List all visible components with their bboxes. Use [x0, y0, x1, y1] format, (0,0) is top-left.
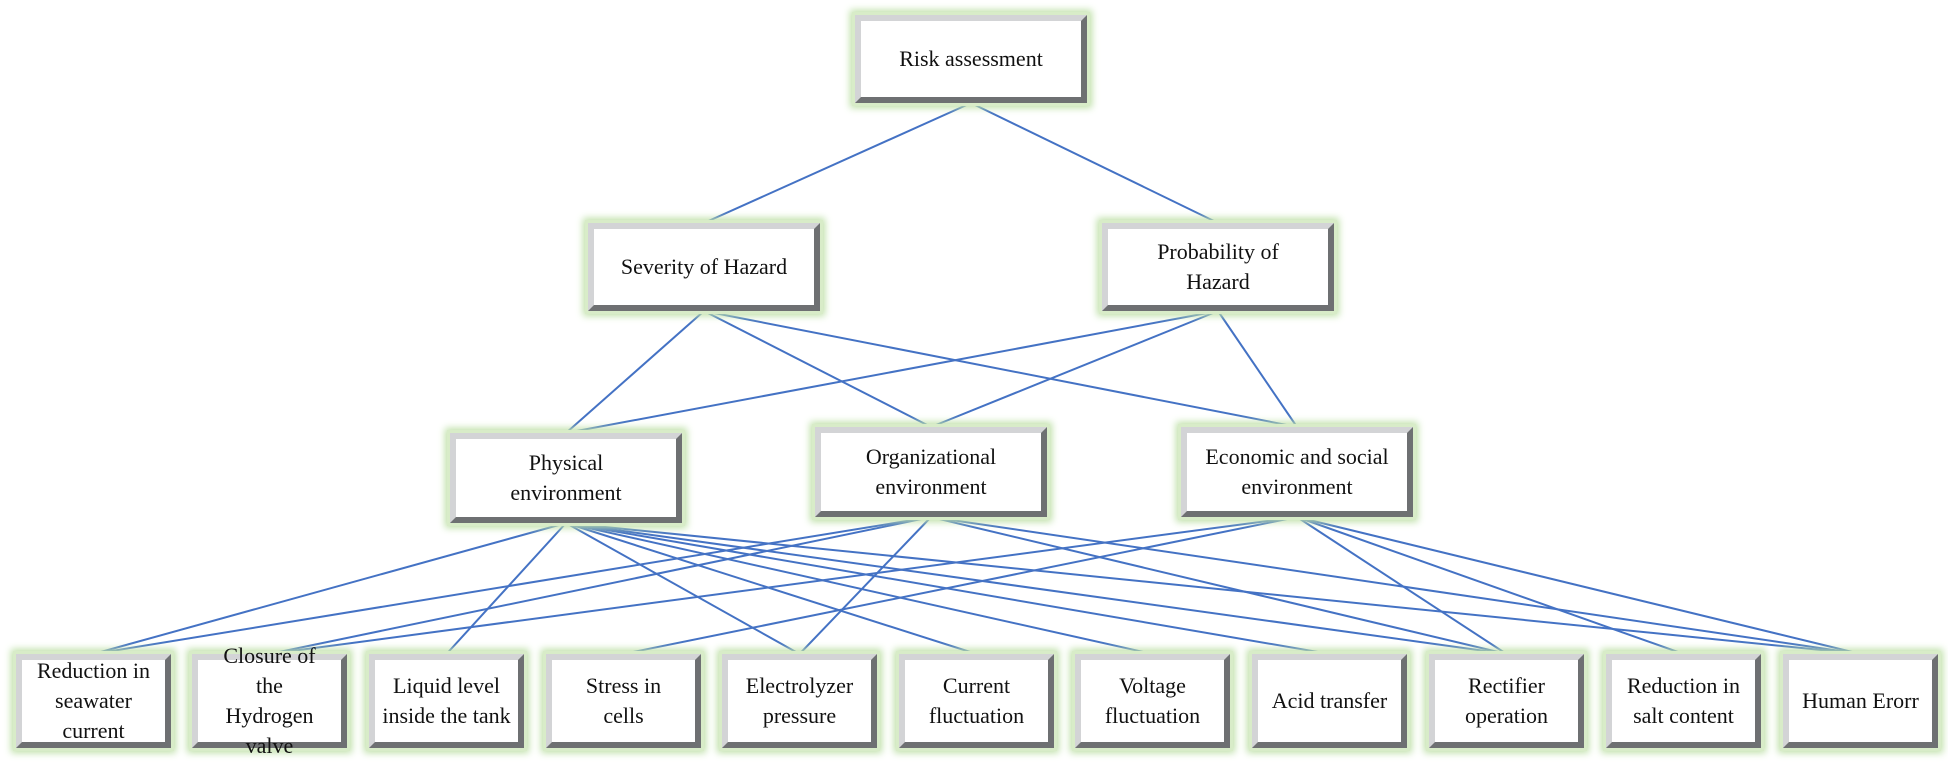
edge-organizational-to-human	[930, 516, 1861, 655]
edge-severity-to-physical	[565, 310, 705, 434]
edge-physical-to-liquid	[445, 522, 567, 655]
edge-probability-to-organizational	[930, 310, 1219, 428]
node-organizational-environment: Organizational environment	[815, 427, 1047, 517]
leaf-label: Stress in cells	[585, 673, 662, 728]
edge-physical-to-rectifier	[565, 522, 1507, 655]
leaf-acid-transfer: Acid transfer	[1252, 654, 1407, 748]
leaf-rectifier-operation: Rectifier operation	[1429, 654, 1584, 748]
leaf-closure-of-the-hydrogen-valve: Closure of the Hydrogen valve	[192, 643, 347, 758]
edge-probability-to-physical	[565, 310, 1219, 434]
leaf-reduction-in-salt-content: Reduction in salt content	[1606, 654, 1761, 748]
edge-economic-to-salt	[1296, 516, 1684, 655]
edge-root-to-probability	[970, 102, 1219, 224]
edge-severity-to-organizational	[703, 310, 932, 428]
node-label: Economic and social environment	[1205, 444, 1389, 499]
edge-physical-to-human	[565, 522, 1861, 655]
edge-organizational-to-electrolyzer	[798, 516, 932, 655]
leaf-current-fluctuation: Current fluctuation	[899, 654, 1054, 748]
edge-economic-to-hydrogen	[269, 516, 1298, 655]
edge-physical-to-seawater	[93, 522, 567, 655]
leaf-label: Reduction in seawater current	[36, 658, 151, 743]
edge-physical-to-electrolyzer	[565, 522, 800, 655]
leaf-label: Electrolyzer pressure	[745, 673, 854, 728]
edge-physical-to-voltage	[565, 522, 1153, 655]
node-economic-and-social-environment: Economic and social environment	[1181, 427, 1413, 517]
edge-probability-to-economic	[1217, 310, 1298, 428]
node-probability-of-hazard: Probability of Hazard	[1102, 223, 1334, 311]
leaf-stress-in-cells: Stress in cells	[546, 654, 701, 748]
node-label: Risk assessment	[899, 46, 1043, 71]
edge-organizational-to-seawater	[93, 516, 932, 655]
leaf-reduction-in-seawater-current: Reduction in seawater current	[16, 654, 171, 748]
edge-economic-to-human	[1296, 516, 1861, 655]
node-label: Probability of Hazard	[1157, 239, 1279, 294]
node-severity-of-hazard: Severity of Hazard	[588, 223, 820, 311]
edge-root-to-severity	[703, 102, 972, 224]
node-label: Physical environment	[510, 450, 622, 505]
edge-economic-to-stress	[623, 516, 1298, 655]
leaf-label: Rectifier operation	[1464, 673, 1549, 728]
leaf-label: Liquid level inside the tank	[382, 673, 511, 728]
edge-economic-to-rectifier	[1296, 516, 1508, 655]
node-label: Severity of Hazard	[620, 254, 788, 279]
leaf-electrolyzer-pressure: Electrolyzer pressure	[722, 654, 877, 748]
node-label: Organizational environment	[865, 444, 997, 499]
edge-organizational-to-rectifier	[930, 516, 1507, 655]
leaf-voltage-fluctuation: Voltage fluctuation	[1075, 654, 1230, 748]
leaf-label: Reduction in salt content	[1626, 673, 1741, 728]
edge-severity-to-economic	[703, 310, 1298, 428]
edge-physical-to-current	[565, 522, 977, 655]
leaf-label: Current fluctuation	[928, 673, 1025, 728]
leaf-human-erorr: Human Erorr	[1783, 654, 1938, 748]
leaf-label: Voltage fluctuation	[1104, 673, 1201, 728]
node-physical-environment: Physical environment	[450, 433, 682, 523]
leaf-label: Closure of the Hydrogen valve	[223, 643, 316, 758]
leaf-label: Acid transfer	[1271, 688, 1388, 713]
edge-organizational-to-hydrogen	[269, 516, 932, 655]
leaf-liquid-level-inside-the-tank: Liquid level inside the tank	[369, 654, 524, 748]
node-risk-assessment: Risk assessment	[855, 15, 1087, 103]
leaf-label: Human Erorr	[1802, 688, 1919, 713]
